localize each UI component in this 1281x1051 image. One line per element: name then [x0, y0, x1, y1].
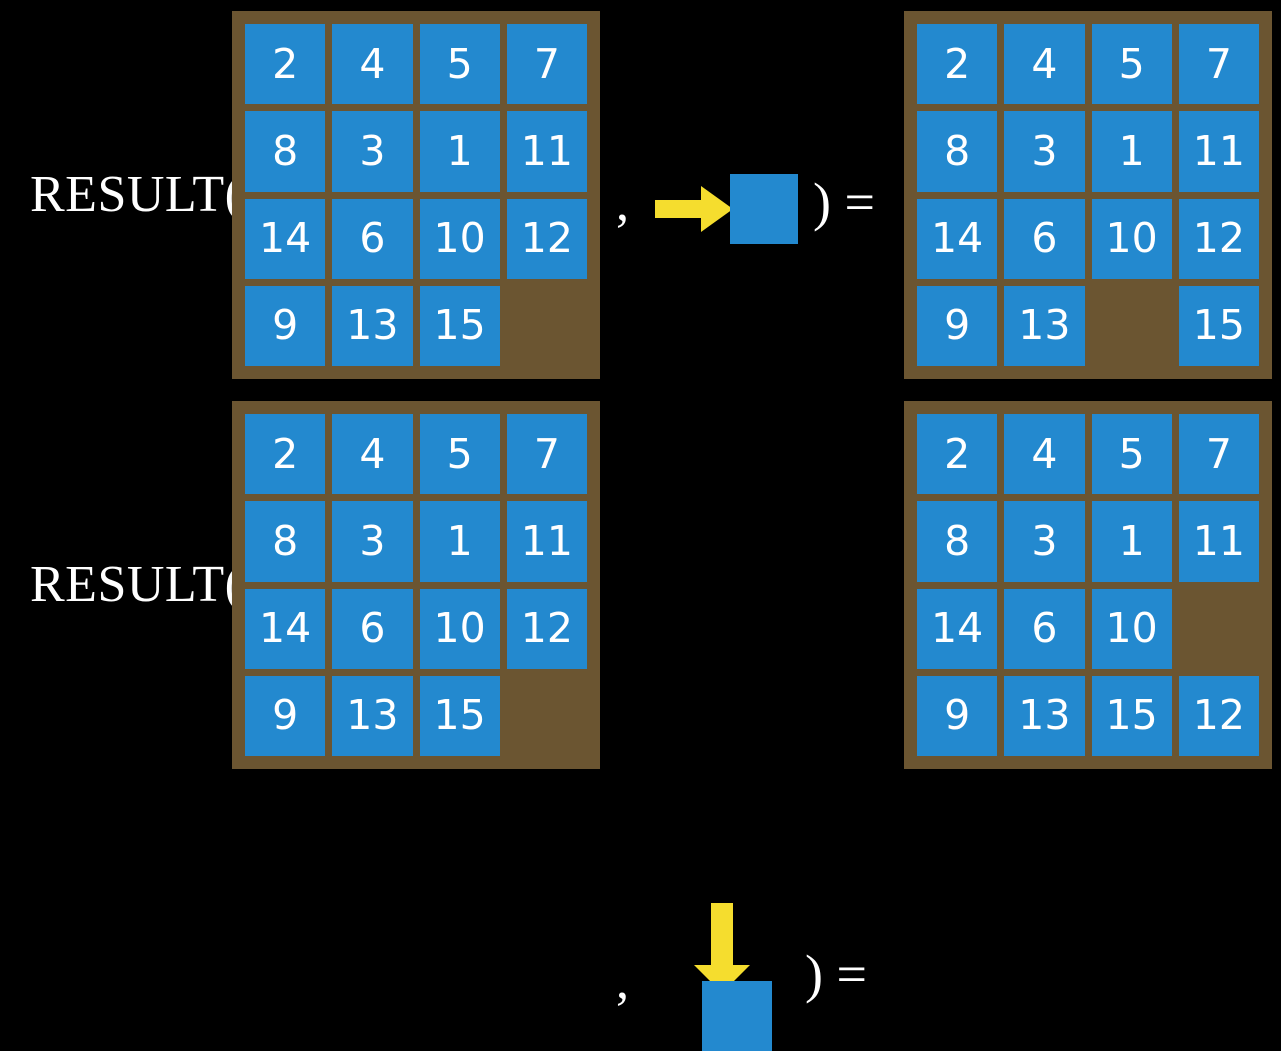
tile-2[interactable]: 2	[917, 414, 998, 495]
tile-8[interactable]: 8	[245, 501, 326, 582]
arrow-right-icon	[655, 186, 733, 232]
tile-empty	[1179, 589, 1259, 669]
tile-12[interactable]: 12	[506, 198, 587, 279]
tile-4[interactable]: 4	[1004, 24, 1085, 105]
tile-5[interactable]: 5	[1091, 24, 1172, 105]
tile-3[interactable]: 3	[1004, 501, 1085, 582]
tile-1[interactable]: 1	[419, 111, 500, 192]
tile-4[interactable]: 4	[1004, 414, 1085, 495]
tile-3[interactable]: 3	[332, 501, 413, 582]
closing-equals-row-2: ) =	[805, 944, 867, 1004]
tile-1[interactable]: 1	[1091, 111, 1172, 192]
tile-5[interactable]: 5	[419, 24, 500, 105]
tile-14[interactable]: 14	[917, 588, 998, 669]
tile-4[interactable]: 4	[332, 24, 413, 105]
tile-10[interactable]: 10	[419, 588, 500, 669]
tile-6[interactable]: 6	[1004, 588, 1085, 669]
tile-8[interactable]: 8	[917, 111, 998, 192]
tile-8[interactable]: 8	[917, 501, 998, 582]
operator-region-row-1: , ) =	[600, 0, 904, 390]
tile-8[interactable]: 8	[245, 111, 326, 192]
tile-2[interactable]: 2	[245, 24, 326, 105]
tile-1[interactable]: 1	[1091, 501, 1172, 582]
argument-separator-row-2: ,	[616, 953, 629, 1010]
tile-9[interactable]: 9	[245, 285, 326, 366]
tile-empty	[507, 676, 587, 756]
tile-7[interactable]: 7	[506, 414, 587, 495]
tile-7[interactable]: 7	[1178, 24, 1259, 105]
tile-6[interactable]: 6	[1004, 198, 1085, 279]
tile-15[interactable]: 15	[419, 285, 500, 366]
blank-tile-row-2	[702, 981, 772, 1051]
tile-13[interactable]: 13	[332, 285, 413, 366]
arrow-down-icon	[694, 903, 750, 993]
tile-15[interactable]: 15	[1091, 675, 1172, 756]
tile-11[interactable]: 11	[506, 501, 587, 582]
tile-11[interactable]: 11	[1178, 501, 1259, 582]
tile-3[interactable]: 3	[1004, 111, 1085, 192]
result-function-label-row-2: RESULT(	[30, 556, 243, 613]
tile-11[interactable]: 11	[1178, 111, 1259, 192]
tile-empty	[507, 286, 587, 366]
tile-12[interactable]: 12	[506, 588, 587, 669]
tile-10[interactable]: 10	[1091, 588, 1172, 669]
tile-6[interactable]: 6	[332, 198, 413, 279]
tile-7[interactable]: 7	[1178, 414, 1259, 495]
blank-tile-row-1	[730, 174, 798, 244]
tile-4[interactable]: 4	[332, 414, 413, 495]
tile-2[interactable]: 2	[245, 414, 326, 495]
tile-14[interactable]: 14	[917, 198, 998, 279]
tile-15[interactable]: 15	[419, 675, 500, 756]
tile-7[interactable]: 7	[506, 24, 587, 105]
tile-10[interactable]: 10	[419, 198, 500, 279]
tile-12[interactable]: 12	[1178, 675, 1259, 756]
tile-12[interactable]: 12	[1178, 198, 1259, 279]
tile-10[interactable]: 10	[1091, 198, 1172, 279]
closing-equals-row-1: ) =	[813, 172, 875, 232]
tile-15[interactable]: 15	[1178, 285, 1259, 366]
tile-9[interactable]: 9	[917, 285, 998, 366]
tile-13[interactable]: 13	[332, 675, 413, 756]
tile-13[interactable]: 13	[1004, 675, 1085, 756]
tile-empty	[1092, 286, 1172, 366]
tile-2[interactable]: 2	[917, 24, 998, 105]
tile-13[interactable]: 13	[1004, 285, 1085, 366]
tile-5[interactable]: 5	[419, 414, 500, 495]
tile-14[interactable]: 14	[245, 198, 326, 279]
result-function-label-row-1: RESULT(	[30, 166, 243, 223]
tile-11[interactable]: 11	[506, 111, 587, 192]
tile-6[interactable]: 6	[332, 588, 413, 669]
operator-region-row-2: , ) =	[600, 390, 904, 1051]
tile-14[interactable]: 14	[245, 588, 326, 669]
tile-9[interactable]: 9	[917, 675, 998, 756]
tile-3[interactable]: 3	[332, 111, 413, 192]
tile-9[interactable]: 9	[245, 675, 326, 756]
argument-separator-row-1: ,	[616, 175, 629, 232]
tile-5[interactable]: 5	[1091, 414, 1172, 495]
tile-1[interactable]: 1	[419, 501, 500, 582]
